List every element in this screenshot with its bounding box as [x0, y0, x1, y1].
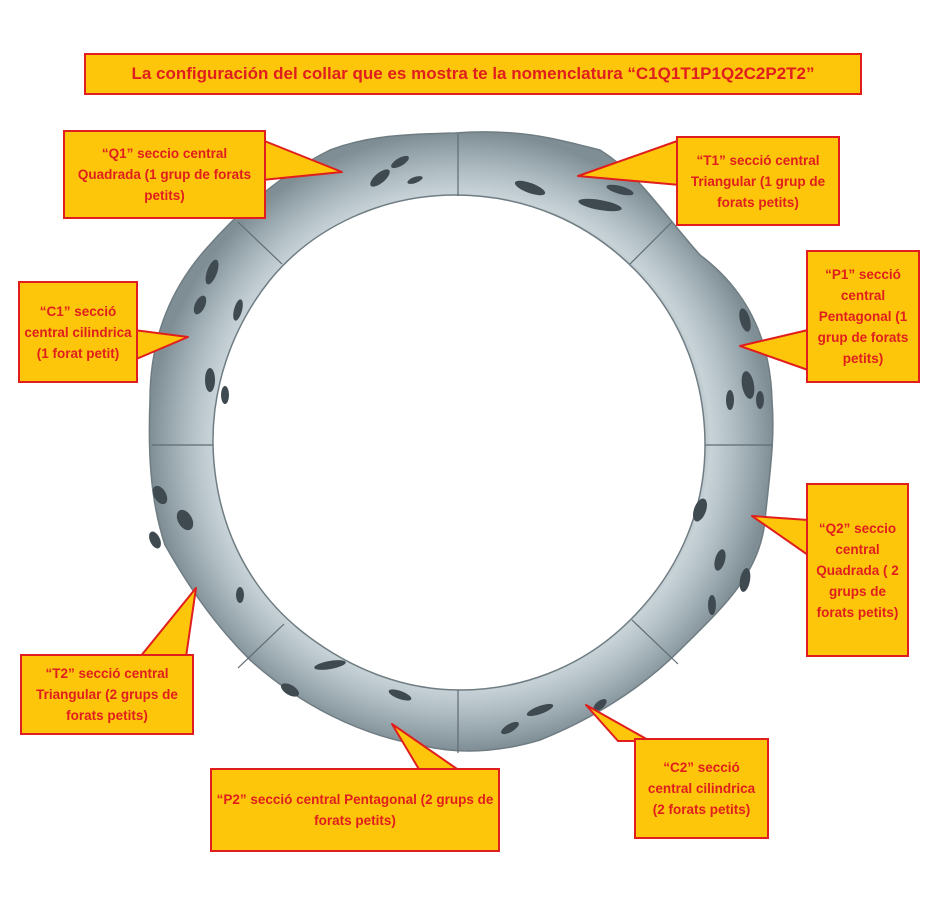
callout-t1-text: “T1” secció central Triangular (1 grup d… — [690, 152, 826, 210]
callout-c1: “C1” secció central cilindrica (1 forat … — [18, 281, 138, 383]
callout-q2: “Q2” seccio central Quadrada ( 2 grups d… — [806, 483, 909, 657]
pointer-t2 — [139, 587, 197, 658]
diagram-title: La configuración del collar que es mostr… — [84, 53, 862, 95]
callout-p2: “P2” secció central Pentagonal (2 grups … — [210, 768, 500, 852]
segment-seams — [152, 134, 772, 753]
callout-t1: “T1” secció central Triangular (1 grup d… — [676, 136, 840, 226]
callout-t2: “T2” secció central Triangular (2 grups … — [20, 654, 194, 735]
callout-q1: “Q1” seccio central Quadrada (1 grup de … — [63, 130, 266, 219]
pointer-c2 — [585, 704, 651, 742]
callout-p1-text: “P1” secció central Pentagonal (1 grup d… — [817, 267, 909, 366]
callout-c1-text: “C1” secció central cilindrica (1 forat … — [24, 303, 132, 361]
callout-pointers — [133, 139, 809, 772]
lattice-holes — [149, 155, 764, 735]
callout-p2-text: “P2” secció central Pentagonal (2 grups … — [216, 792, 494, 828]
ring-shape — [148, 131, 774, 752]
callout-q1-text: “Q1” seccio central Quadrada (1 grup de … — [77, 146, 252, 203]
callout-c2-text: “C2” secció central cilindrica (2 forats… — [647, 760, 756, 817]
callout-t2-text: “T2” secció central Triangular (2 grups … — [36, 666, 178, 723]
callout-p1: “P1” secció central Pentagonal (1 grup d… — [806, 250, 920, 383]
callout-c2: “C2” secció central cilindrica (2 forats… — [634, 738, 769, 839]
collar-ring — [148, 131, 774, 753]
callout-q2-text: “Q2” seccio central Quadrada ( 2 grups d… — [816, 520, 899, 620]
